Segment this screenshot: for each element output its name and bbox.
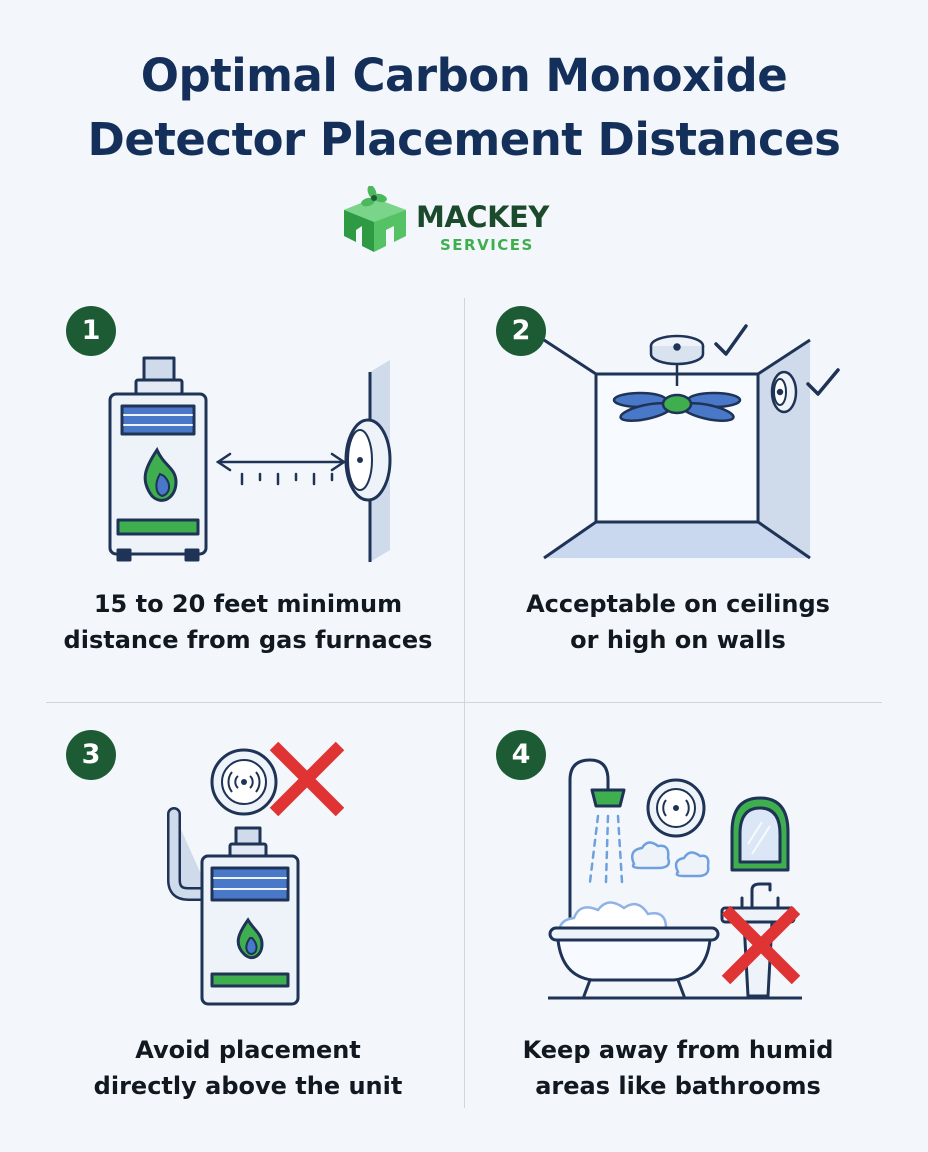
caption-3-line-2: directly above the unit xyxy=(93,1072,403,1100)
above-unit-illustration xyxy=(167,741,345,1006)
caption-4-line-2: areas like bathrooms xyxy=(535,1072,821,1100)
co-detector-icon xyxy=(210,748,278,816)
title-line-2: Detector Placement Distances xyxy=(87,113,841,166)
title-line-1: Optimal Carbon Monoxide xyxy=(140,49,788,102)
checkmark-icon xyxy=(806,368,840,396)
co-detector-icon xyxy=(646,778,706,838)
ceiling-detector-icon xyxy=(649,334,705,366)
ceiling-wall-illustration xyxy=(543,324,840,560)
cross-icon xyxy=(721,905,801,985)
bathtub-icon xyxy=(556,938,712,982)
caption-1-line-1: 15 to 20 feet minimum xyxy=(93,590,403,618)
shower-pipe xyxy=(568,758,610,922)
caption-4-line-1: Keep away from humid xyxy=(522,1036,834,1064)
caption-2-line-2: or high on walls xyxy=(570,626,786,654)
steam-clouds xyxy=(631,841,710,878)
distance-arrow-icon xyxy=(215,452,347,486)
furnace-distance-illustration xyxy=(108,356,392,562)
brand-logo: MACKEY SERVICES xyxy=(340,186,600,260)
water-drops xyxy=(588,814,624,884)
caption-2-line-1: Acceptable on ceilings xyxy=(526,590,830,618)
step-badge-2: 2 xyxy=(496,306,546,356)
step-badge-4: 4 xyxy=(496,730,546,780)
shower-head-icon xyxy=(590,788,626,808)
caption-3-line-1: Avoid placement xyxy=(135,1036,361,1064)
logo-name: MACKEY xyxy=(416,200,549,234)
ceiling-fan-icon xyxy=(612,350,742,422)
logo-subtitle: SERVICES xyxy=(440,236,534,254)
step-badge-3: 3 xyxy=(66,730,116,780)
caption-3: Avoid placement directly above the unit xyxy=(28,1032,468,1104)
caption-1-line-2: distance from gas furnaces xyxy=(63,626,433,654)
cross-icon xyxy=(269,741,345,817)
step-badge-1: 1 xyxy=(66,306,116,356)
caption-4: Keep away from humid areas like bathroom… xyxy=(458,1032,898,1104)
bathroom-illustration xyxy=(548,758,802,1000)
floor xyxy=(544,522,810,558)
logo-mark-icon xyxy=(344,186,406,252)
horizontal-divider xyxy=(46,702,882,703)
vertical-divider xyxy=(464,298,465,1108)
page-title: Optimal Carbon Monoxide Detector Placeme… xyxy=(0,44,928,172)
wall-detector-icon xyxy=(770,370,798,414)
bathtub-rim xyxy=(548,926,720,942)
caption-2: Acceptable on ceilings or high on walls xyxy=(458,586,898,658)
co-detector-icon xyxy=(344,418,392,502)
caption-1: 15 to 20 feet minimum distance from gas … xyxy=(28,586,468,658)
checkmark-icon xyxy=(714,324,748,356)
